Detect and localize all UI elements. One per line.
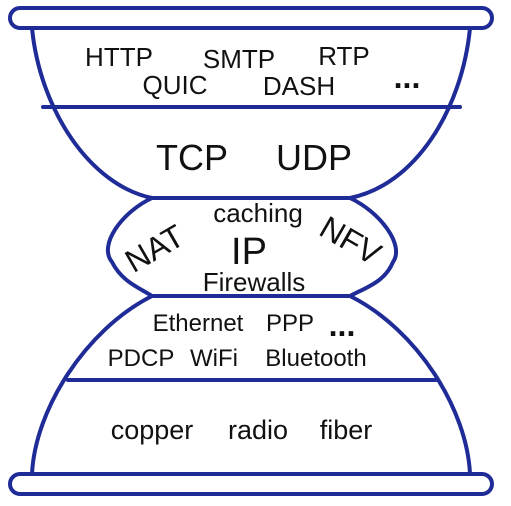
link-layer: Ethernet PPP ... PDCP WiFi Bluetooth (108, 307, 367, 372)
network-label-nat: NAT (119, 217, 190, 279)
link-label-ppp: PPP (266, 310, 314, 337)
app-label-quic: QUIC (143, 70, 208, 100)
transport-label-tcp: TCP (156, 137, 228, 178)
app-label-http: HTTP (85, 42, 153, 72)
bottom-rail (8, 472, 494, 496)
network-layer: caching NAT IP NFV Firewalls (119, 198, 388, 297)
application-layer: HTTP SMTP RTP QUIC DASH ... (85, 41, 420, 101)
physical-layer: copper radio fiber (111, 415, 373, 445)
app-label-rtp: RTP (318, 41, 370, 71)
link-ellipsis: ... (329, 307, 356, 343)
link-label-pdcp: PDCP (108, 345, 175, 372)
app-ellipsis: ... (394, 59, 421, 95)
physical-label-fiber: fiber (320, 415, 373, 445)
transport-layer: TCP UDP (156, 137, 352, 178)
link-label-ethernet: Ethernet (153, 310, 244, 337)
physical-label-copper: copper (111, 415, 194, 445)
app-label-smtp: SMTP (203, 44, 275, 74)
app-label-dash: DASH (263, 71, 335, 101)
link-label-bluetooth: Bluetooth (265, 345, 366, 372)
network-label-ip: IP (231, 231, 267, 273)
physical-label-radio: radio (228, 415, 288, 445)
transport-label-udp: UDP (276, 137, 352, 178)
network-label-caching: caching (213, 198, 303, 228)
top-rail (8, 6, 494, 30)
link-label-wifi: WiFi (190, 345, 238, 372)
network-label-firewalls: Firewalls (203, 267, 306, 297)
